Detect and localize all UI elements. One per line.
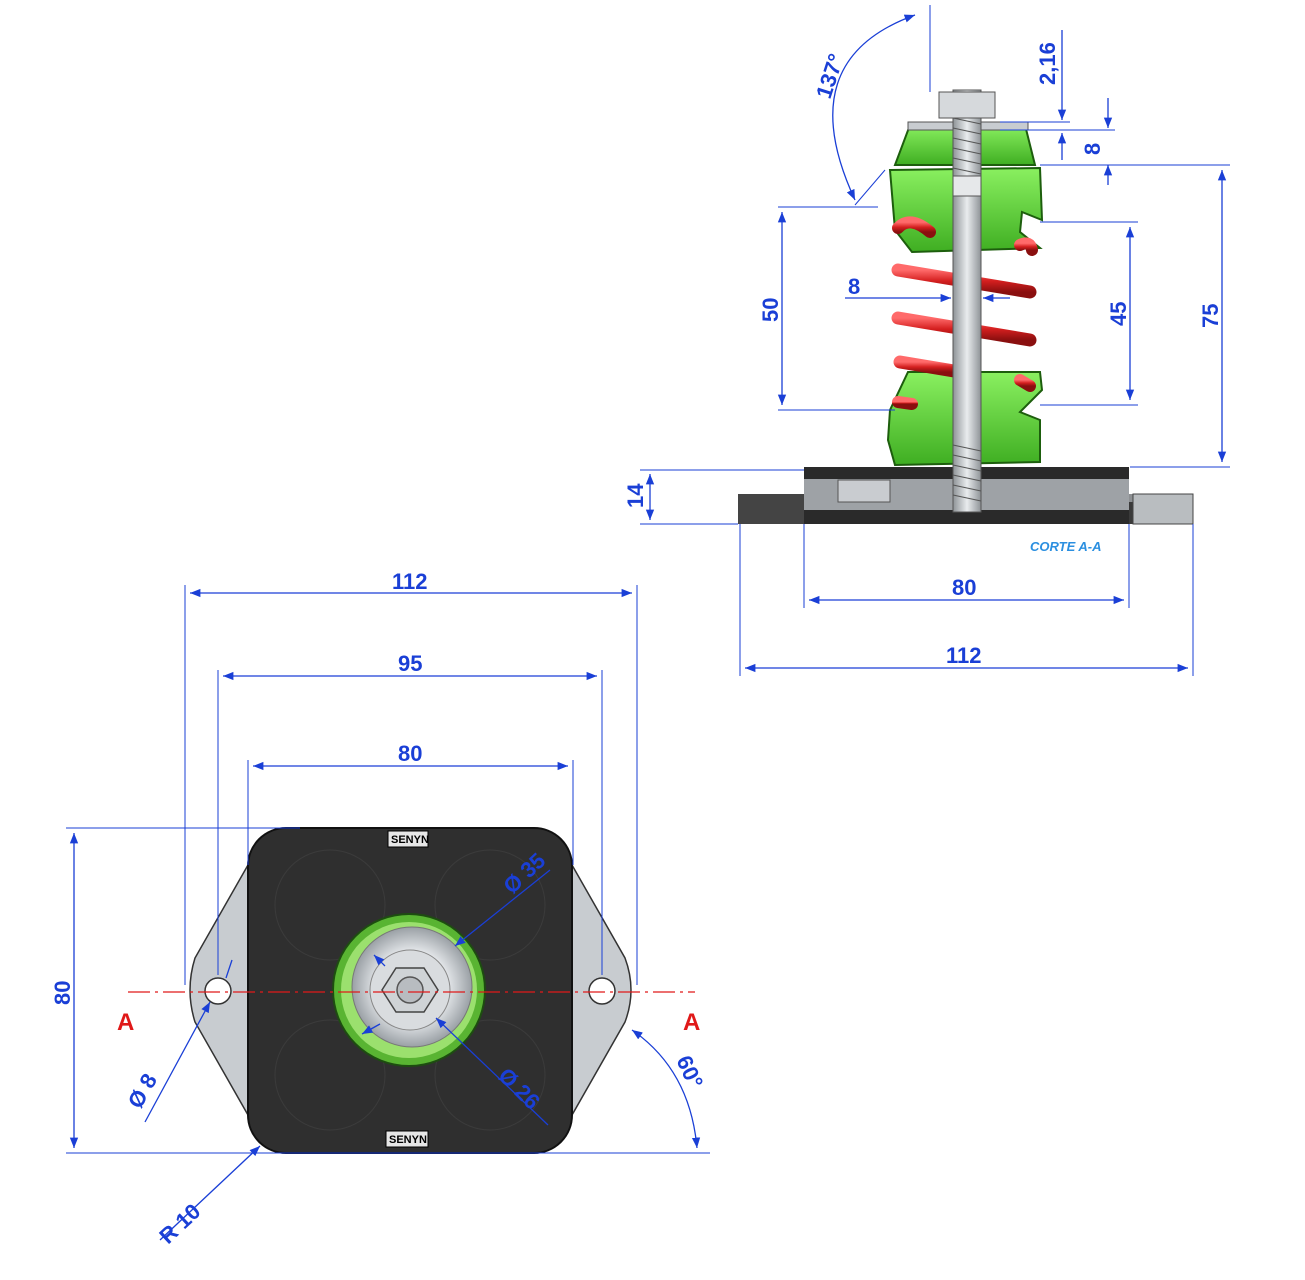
dim-angle-60: 60°: [671, 1052, 708, 1093]
dim-2-16: 2,16: [1035, 42, 1060, 85]
dim-75: 75: [1198, 304, 1223, 328]
cut-label-left: A: [117, 1009, 134, 1036]
dim-14: 14: [623, 483, 648, 508]
right-mounting-hole: [588, 977, 616, 1005]
dim-base-112: 112: [946, 643, 982, 668]
plan-view: SENYN SENYN A A 112 95 80 80: [50, 569, 710, 1249]
section-view: 137° 2,16 8 50 8 45 75 14: [623, 5, 1230, 676]
dim-radius-10: R 10: [154, 1199, 205, 1249]
top-nut: [938, 91, 996, 119]
dim-height-80: 80: [50, 981, 75, 1005]
brand-top: SENYN: [391, 834, 429, 846]
dim-50: 50: [758, 298, 783, 322]
dim-rod-8: 8: [848, 274, 860, 299]
cut-label-right: A: [683, 1009, 700, 1036]
dim-hole-95: 95: [398, 651, 422, 676]
section-caption: CORTE A-A: [1030, 539, 1102, 554]
dim-overall-112: 112: [392, 569, 428, 594]
brand-bottom: SENYN: [389, 1134, 427, 1146]
dim-angle-137: 137°: [811, 51, 849, 102]
dim-45: 45: [1106, 302, 1131, 326]
dim-hole-8: Ø 8: [123, 1069, 162, 1112]
left-mounting-hole: [204, 977, 232, 1005]
dim-cap-8: 8: [1080, 143, 1105, 155]
dim-body-80: 80: [398, 741, 422, 766]
threaded-rod: [952, 89, 982, 513]
dim-base-80: 80: [952, 575, 976, 600]
